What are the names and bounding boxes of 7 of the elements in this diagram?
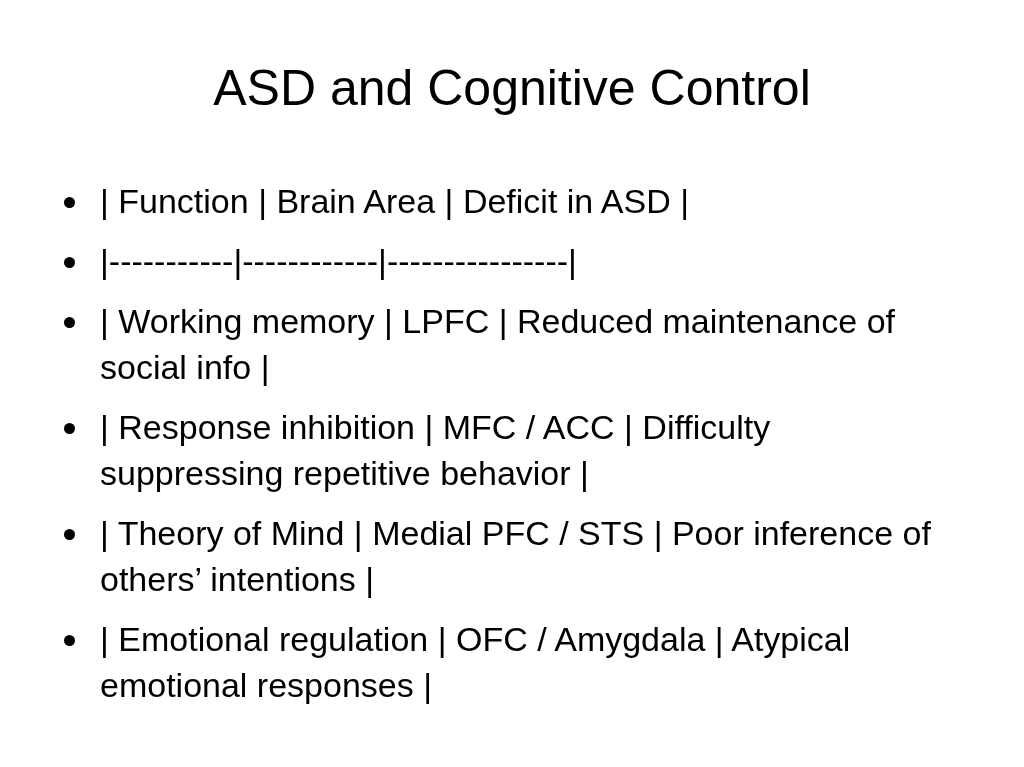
bullet-text: | Emotional regulation | OFC / Amygdala | Atypical emotional responses | (100, 619, 852, 706)
slide-title: ASD and Cognitive Control (212, 59, 812, 118)
bullet-text: | Function | Brain Area | Deficit in ASD | (100, 181, 691, 222)
bullet-text: | Theory of Mind | Medial PFC / STS | Poor inference of others’ intentions | (100, 513, 932, 600)
bullet-text: | Working memory | LPFC | Reduced maintenance of social info | (100, 301, 896, 388)
bullet-text: |-----------|------------|----------------| (100, 241, 578, 282)
bullet-text: | Response inhibition | MFC / ACC | Difficulty suppressing repetitive behavior | (100, 407, 772, 494)
